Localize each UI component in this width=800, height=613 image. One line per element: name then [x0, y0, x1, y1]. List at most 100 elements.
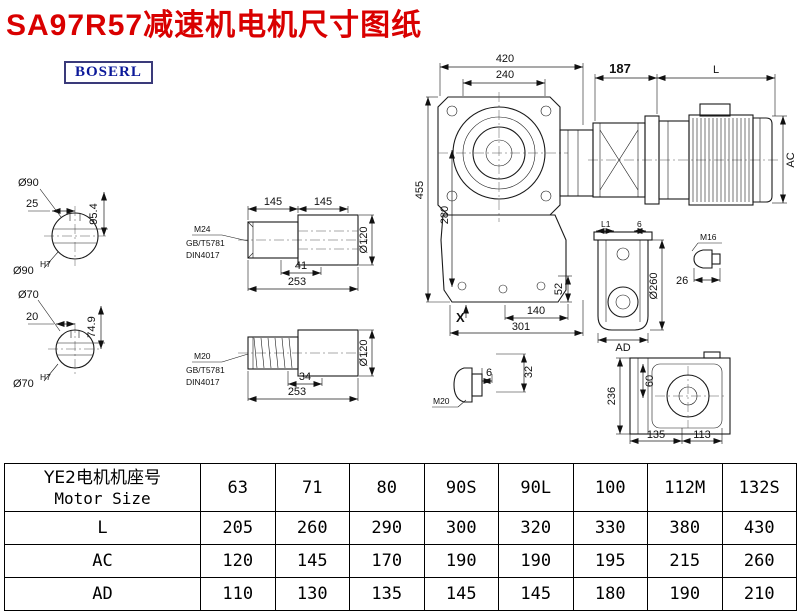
dim-plug-6: 6	[486, 367, 492, 379]
dim-shaft2-253: 253	[288, 386, 306, 398]
motor-bottom-view: 236 60 135 113	[606, 351, 731, 444]
dim-bottom-113: 113	[693, 429, 711, 441]
frame-size-80: 80	[349, 463, 425, 512]
motor-dimension-table: YE2电机机座号 Motor Size 63 71 80 90S 90L 100…	[4, 463, 797, 611]
table-cell: 170	[349, 544, 425, 578]
dim-bolt-26: 26	[676, 275, 688, 287]
table-cell: 110	[200, 577, 276, 611]
motor-side-view: 187 L AC	[588, 61, 797, 206]
table-cell: 215	[647, 544, 723, 578]
table-cell: 330	[572, 511, 648, 545]
table-cell: 190	[498, 544, 574, 578]
thread-callout-m24: M24	[194, 224, 211, 234]
table-cell: 130	[274, 577, 350, 611]
thread-callout-m16: M16	[700, 232, 717, 242]
dim-bottom-60: 60	[644, 375, 656, 387]
dim-gearbox-240: 240	[496, 69, 514, 81]
dim-gearbox-455: 455	[414, 181, 426, 199]
dim-gearbox-301: 301	[512, 321, 530, 333]
table-cell: 260	[274, 511, 350, 545]
dim-shaft1-dia: Ø90	[18, 177, 39, 189]
motor-size-header-en: Motor Size	[54, 488, 151, 508]
dim-shaft-seg2: 145	[314, 196, 332, 208]
table-cell: 145	[498, 577, 574, 611]
dim-shaft1-len: 25	[26, 198, 38, 210]
standard-din4017-2: DIN4017	[186, 377, 220, 387]
frame-size-71: 71	[274, 463, 350, 512]
dim-shaft1-tolerance: H7	[40, 259, 51, 269]
table-cell: 320	[498, 511, 574, 545]
thread-callout-m20: M20	[194, 351, 211, 361]
frame-size-63: 63	[200, 463, 276, 512]
standard-gbt5781: GB/T5781	[186, 238, 225, 248]
dim-shaft-253: 253	[288, 276, 306, 288]
dim-motor-L: L	[713, 64, 719, 76]
motor-size-header-cn: YE2电机机座号	[44, 467, 161, 488]
frame-size-90s: 90S	[423, 463, 499, 512]
table-cell: 120	[200, 544, 276, 578]
thread-callout-m20-plug: M20	[433, 396, 450, 406]
table-cell: 135	[349, 577, 425, 611]
table-cell: 430	[721, 511, 797, 545]
table-header-row: YE2电机机座号 Motor Size 63 71 80 90S 90L 100…	[4, 463, 797, 512]
motor-size-header: YE2电机机座号 Motor Size	[4, 463, 201, 512]
table-cell: 195	[572, 544, 648, 578]
table-row-AD: AD 110 130 135 145 145 180 190 210	[4, 577, 797, 611]
row-label-AC: AC	[4, 544, 201, 578]
standard-gbt5781-2: GB/T5781	[186, 365, 225, 375]
dim-shaft2-bore: Ø70	[13, 378, 34, 390]
standard-din4017: DIN4017	[186, 250, 220, 260]
table-cell: 290	[349, 511, 425, 545]
dim-gearbox-420: 420	[496, 53, 514, 65]
table-row-L: L 205 260 290 300 320 330 380 430	[4, 511, 797, 545]
dim-shaft2-tolerance: H7	[40, 372, 51, 382]
table-cell: 145	[274, 544, 350, 578]
dim-shaft-34: 34	[299, 371, 311, 383]
dim-shaft2-d120: Ø120	[358, 340, 370, 367]
table-cell: 190	[423, 544, 499, 578]
row-label-AD: AD	[4, 577, 201, 611]
table-cell: 145	[423, 577, 499, 611]
table-row-AC: AC 120 145 170 190 190 195 215 260	[4, 544, 797, 578]
table-cell: 180	[572, 577, 648, 611]
dim-side-6: 6	[637, 219, 642, 229]
row-label-L: L	[4, 511, 201, 545]
dim-gearbox-52: 52	[553, 283, 565, 295]
dim-bottom-236: 236	[606, 387, 618, 405]
dim-shaft1-height: 95.4	[88, 203, 100, 224]
table-cell: 260	[721, 544, 797, 578]
frame-size-90l: 90L	[498, 463, 574, 512]
dim-plug-32: 32	[523, 366, 535, 378]
dim-shaft2-dia: Ø70	[18, 289, 39, 301]
gearbox-side-view: L1 6 M16 26 Ø260 AD	[593, 219, 722, 354]
technical-drawing-canvas: Ø90 25 95.4 Ø90 H7 Ø70 20 74.9 Ø70 H7	[13, 53, 797, 444]
gearbox-front-view: 420 240 455 280 52 140 301 X	[414, 53, 594, 336]
frame-size-132s: 132S	[721, 463, 797, 512]
dim-side-L1: L1	[601, 219, 611, 229]
dim-bottom-135: 135	[647, 429, 665, 441]
datum-x-label: X	[456, 310, 465, 325]
table-cell: 300	[423, 511, 499, 545]
brand-logo: BOSERL	[64, 61, 153, 84]
dim-shaft2-len: 20	[26, 311, 38, 323]
dim-motor-187: 187	[609, 61, 631, 76]
output-shaft-view-m24: 145 145 Ø120 M24 GB/T5781 DIN4017 41 253	[186, 196, 375, 292]
brand-logo-text: BOSERL	[75, 64, 142, 80]
frame-size-112m: 112M	[647, 463, 723, 512]
dim-gearbox-140: 140	[527, 305, 545, 317]
frame-size-100: 100	[572, 463, 648, 512]
dim-shaft-41: 41	[295, 260, 307, 272]
table-cell: 190	[647, 577, 723, 611]
table-cell: 205	[200, 511, 276, 545]
dim-shaft2-height: 74.9	[86, 316, 98, 337]
page-title: SA97R57减速机电机尺寸图纸	[6, 9, 423, 42]
dim-shaft1-bore: Ø90	[13, 265, 34, 277]
dim-shaft-d120: Ø120	[358, 227, 370, 254]
plug-detail-view: 6 32 M20	[432, 353, 535, 408]
dim-side-d260: Ø260	[648, 273, 660, 300]
shaft-end-view-90: Ø90 25 95.4 Ø90 H7	[13, 177, 108, 277]
dim-shaft-seg1: 145	[264, 196, 282, 208]
table-cell: 210	[721, 577, 797, 611]
dim-gearbox-280: 280	[439, 206, 451, 224]
dim-side-AD: AD	[615, 342, 630, 354]
